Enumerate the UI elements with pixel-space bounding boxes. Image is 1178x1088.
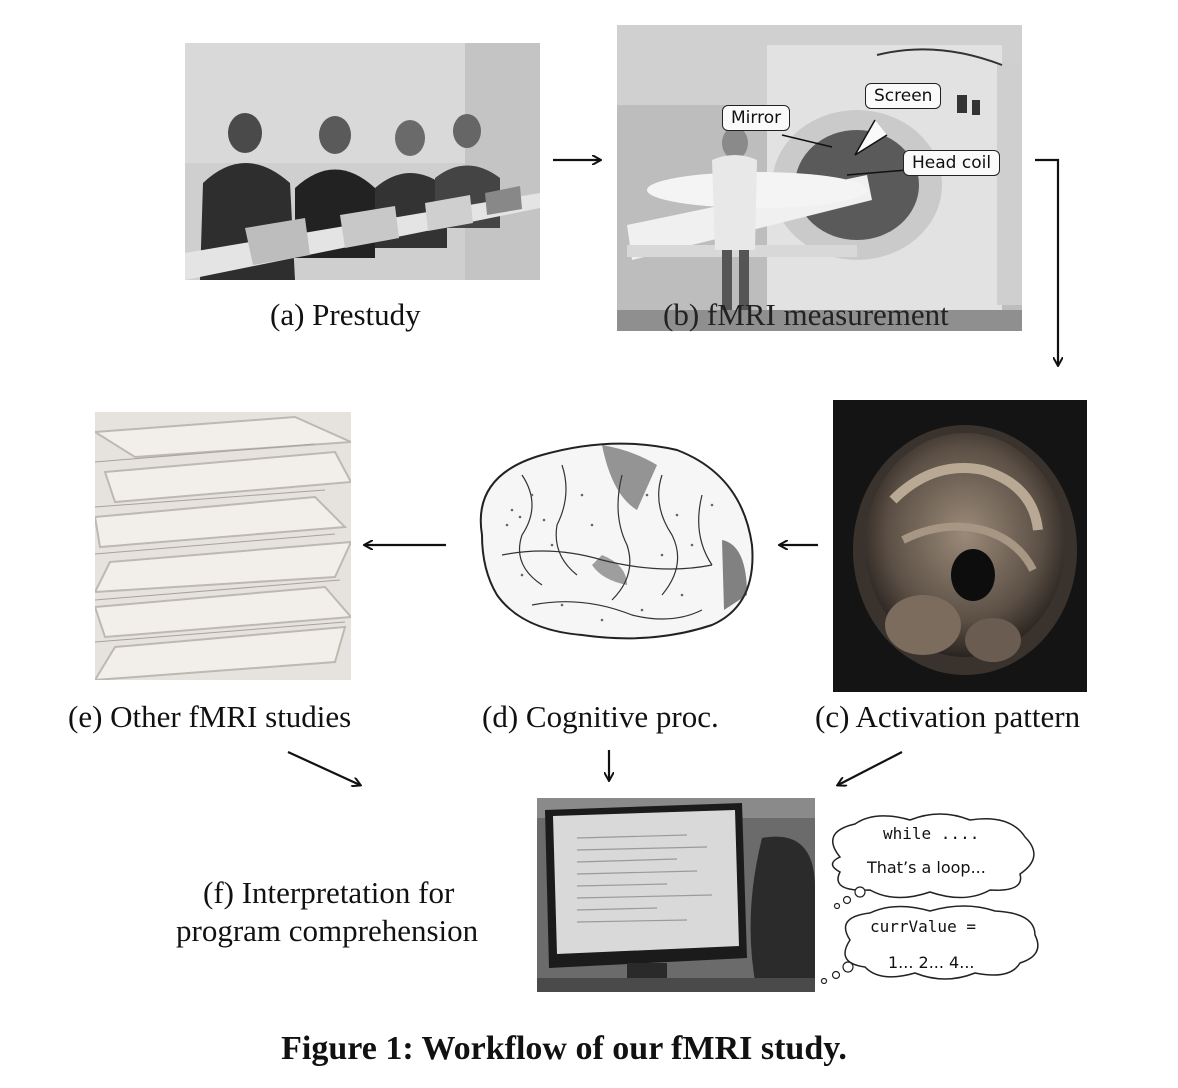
- mirror-label: Mirror: [722, 105, 791, 131]
- interpretation-caption-line1: (f) Interpretation for: [203, 875, 455, 910]
- cognitive-caption: (d) Cognitive proc.: [482, 699, 719, 734]
- thought-cloud-1: while .... That’s a loop...: [815, 812, 1040, 912]
- fmri-caption: (b) fMRI measurement: [663, 297, 949, 332]
- arrow-c-to-f: [838, 751, 903, 785]
- thought1-text: That’s a loop...: [867, 858, 986, 877]
- activation-image: [833, 400, 1087, 692]
- screen-label: Screen: [865, 83, 942, 109]
- thought1-code: while ....: [883, 824, 980, 843]
- fmri-photo: Mirror Screen Head coil: [617, 25, 1022, 331]
- arrow-b-to-c: [1035, 158, 1058, 365]
- prestudy-photo: [185, 43, 540, 280]
- activation-caption: (c) Activation pattern: [815, 699, 1081, 734]
- monitor-photo: [537, 798, 815, 992]
- thought2-code: currValue =: [870, 917, 976, 936]
- paper-stack-photo: [95, 412, 351, 680]
- head-coil-label: Head coil: [903, 150, 1001, 176]
- prestudy-caption: (a) Prestudy: [270, 297, 421, 332]
- thought2-text: 1... 2... 4...: [888, 953, 975, 972]
- figure-caption: Figure 1: Workflow of our fMRI study.: [281, 1030, 847, 1067]
- brain-illustration: [462, 435, 764, 657]
- arrow-e-to-f: [287, 751, 360, 785]
- interpretation-caption-line2: program comprehension: [176, 913, 479, 948]
- other-studies-caption: (e) Other fMRI studies: [68, 699, 352, 734]
- thought-cloud-2: currValue = 1... 2... 4...: [820, 905, 1045, 985]
